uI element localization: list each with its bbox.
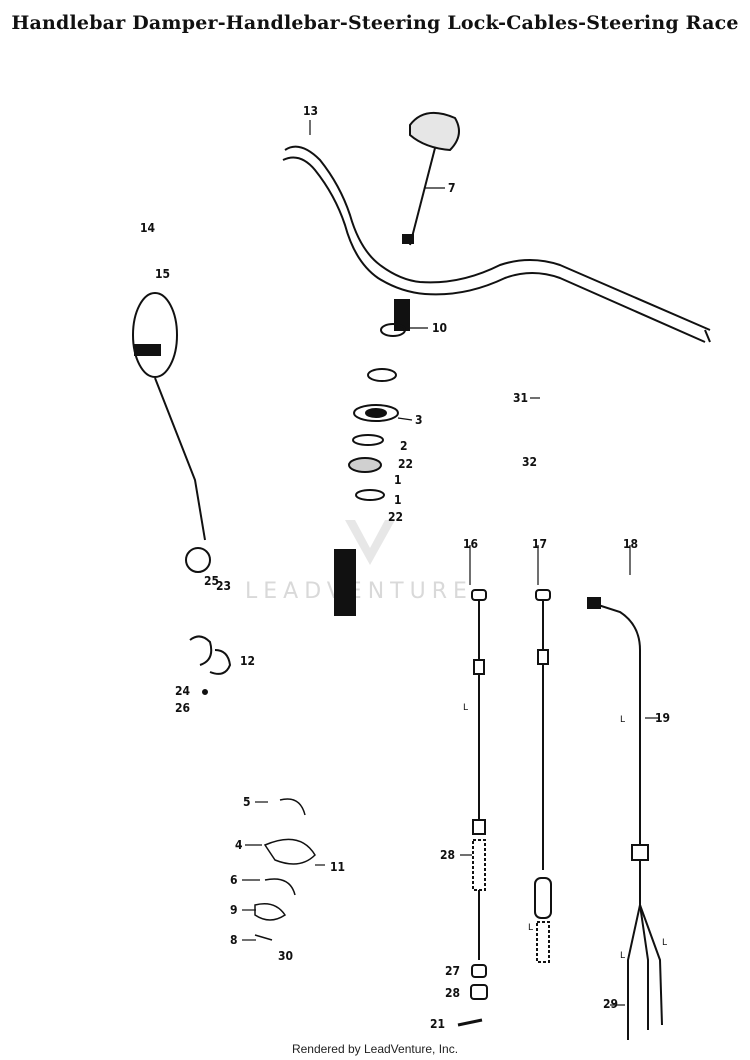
switch-parts [254, 798, 316, 941]
cable-17 [534, 589, 552, 963]
callout-23: 23 [216, 579, 231, 593]
callout-15: 15 [155, 267, 170, 281]
callout-28b: 28 [445, 986, 460, 1000]
callout-14: 14 [140, 221, 156, 235]
callout-22b: 22 [388, 510, 403, 524]
callout-L-a: L [620, 951, 625, 961]
callout-19: 19 [655, 711, 670, 725]
callout-24: 24 [175, 684, 191, 698]
callout-7: 7 [448, 181, 456, 195]
callout-26: 26 [175, 701, 190, 715]
callout-L-b: L [662, 938, 667, 948]
callout-22a: 22 [398, 457, 413, 471]
callout-18: 18 [623, 537, 638, 551]
callout-27: 27 [445, 964, 460, 978]
callout-10: 10 [432, 321, 447, 335]
damper-knob [402, 111, 460, 246]
leader-lines [242, 120, 660, 1006]
callout-21: 21 [430, 1017, 445, 1031]
callout-3: 3 [415, 413, 423, 427]
lock-parts [189, 635, 232, 695]
callout-25: 25 [204, 574, 219, 588]
steering-lock-assembly [132, 292, 211, 573]
watermark-text: LEADVENTURE [245, 579, 473, 604]
callout-1b: 1 [394, 493, 402, 507]
callout-16: 16 [463, 537, 478, 551]
callout-4: 4 [235, 838, 243, 852]
callout-31: 31 [513, 391, 528, 405]
callout-2: 2 [400, 439, 408, 453]
callout-L-18: L [620, 715, 625, 725]
watermark-logo [345, 520, 395, 565]
callout-L-17: L [528, 923, 533, 933]
damper-assembly [334, 299, 410, 616]
callout-30: 30 [278, 949, 293, 963]
callout-17: 17 [532, 537, 547, 551]
callout-12: 12 [240, 654, 255, 668]
cable-16 [457, 589, 488, 1027]
callout-L-16: L [463, 703, 468, 713]
callout-9: 9 [230, 903, 238, 917]
page-title: Handlebar Damper-Handlebar-Steering Lock… [11, 12, 739, 34]
footer-credit: Rendered by LeadVenture, Inc. [291, 1042, 459, 1056]
callout-32: 32 [522, 455, 537, 469]
cable-18 [587, 597, 663, 1040]
callout-labels: 13 7 14 15 10 31 3 2 22 1 1 22 32 25 23 … [140, 104, 670, 1031]
handlebar [282, 145, 711, 343]
callout-8: 8 [230, 933, 238, 947]
callout-1a: 1 [394, 473, 402, 487]
callout-29: 29 [603, 997, 618, 1011]
callout-5: 5 [243, 795, 251, 809]
callout-13: 13 [303, 104, 318, 118]
callout-28a: 28 [440, 848, 455, 862]
callout-6: 6 [230, 873, 238, 887]
callout-11: 11 [330, 860, 345, 874]
